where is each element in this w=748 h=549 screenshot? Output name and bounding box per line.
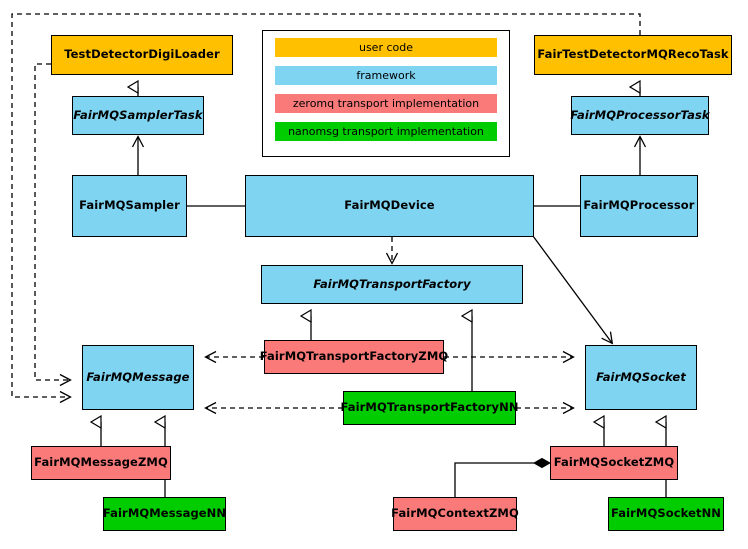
class-box-fairmqmessagenn[interactable]: FairMQMessageNN	[103, 497, 226, 531]
class-box-fairtestdetectormqrecotask[interactable]: FairTestDetectorMQRecoTask	[534, 35, 732, 75]
class-box-fairmqtransportfactoryzmq[interactable]: FairMQTransportFactoryZMQ	[260, 340, 448, 374]
class-box-fairmqprocessortask[interactable]: FairMQProcessorTask	[570, 96, 710, 135]
class-box-fairmqprocessor[interactable]: FairMQProcessor	[580, 175, 698, 237]
edge-digiloader-to-message	[34, 63, 72, 387]
class-box-fairmqmessagezmq[interactable]: FairMQMessageZMQ	[31, 446, 171, 480]
class-box-fairmqcontextzmq[interactable]: FairMQContextZMQ	[391, 497, 519, 531]
legend-item-framework: framework	[275, 66, 497, 85]
class-box-fairmqsamplertask[interactable]: FairMQSamplerTask	[72, 96, 204, 135]
legend-item-user-code: user code	[275, 38, 497, 57]
legend-item-nanomsg: nanomsg transport implementation	[275, 122, 497, 141]
edge-socketzmq-composes-contextzmq	[454, 463, 550, 497]
class-box-fairmqsocketzmq[interactable]: FairMQSocketZMQ	[550, 446, 678, 480]
class-box-fairmqsampler[interactable]: FairMQSampler	[72, 175, 187, 237]
class-box-fairmqtransportfactory[interactable]: FairMQTransportFactory	[261, 265, 523, 304]
class-box-fairmqdevice[interactable]: FairMQDevice	[245, 175, 534, 237]
edge-device-to-socket	[532, 235, 614, 345]
legend-item-zeromq: zeromq transport implementation	[275, 94, 497, 113]
class-box-testdetectordigiloader[interactable]: TestDetectorDigiLoader	[51, 35, 233, 75]
class-box-fairmqtransportfactorynn[interactable]: FairMQTransportFactoryNN	[340, 391, 518, 425]
legend-panel: user code framework zeromq transport imp…	[262, 30, 510, 157]
class-box-fairmqmessage[interactable]: FairMQMessage	[82, 345, 194, 410]
class-box-fairmqsocket[interactable]: FairMQSocket	[585, 345, 697, 410]
class-box-fairmqsocketnn[interactable]: FairMQSocketNN	[608, 497, 724, 531]
